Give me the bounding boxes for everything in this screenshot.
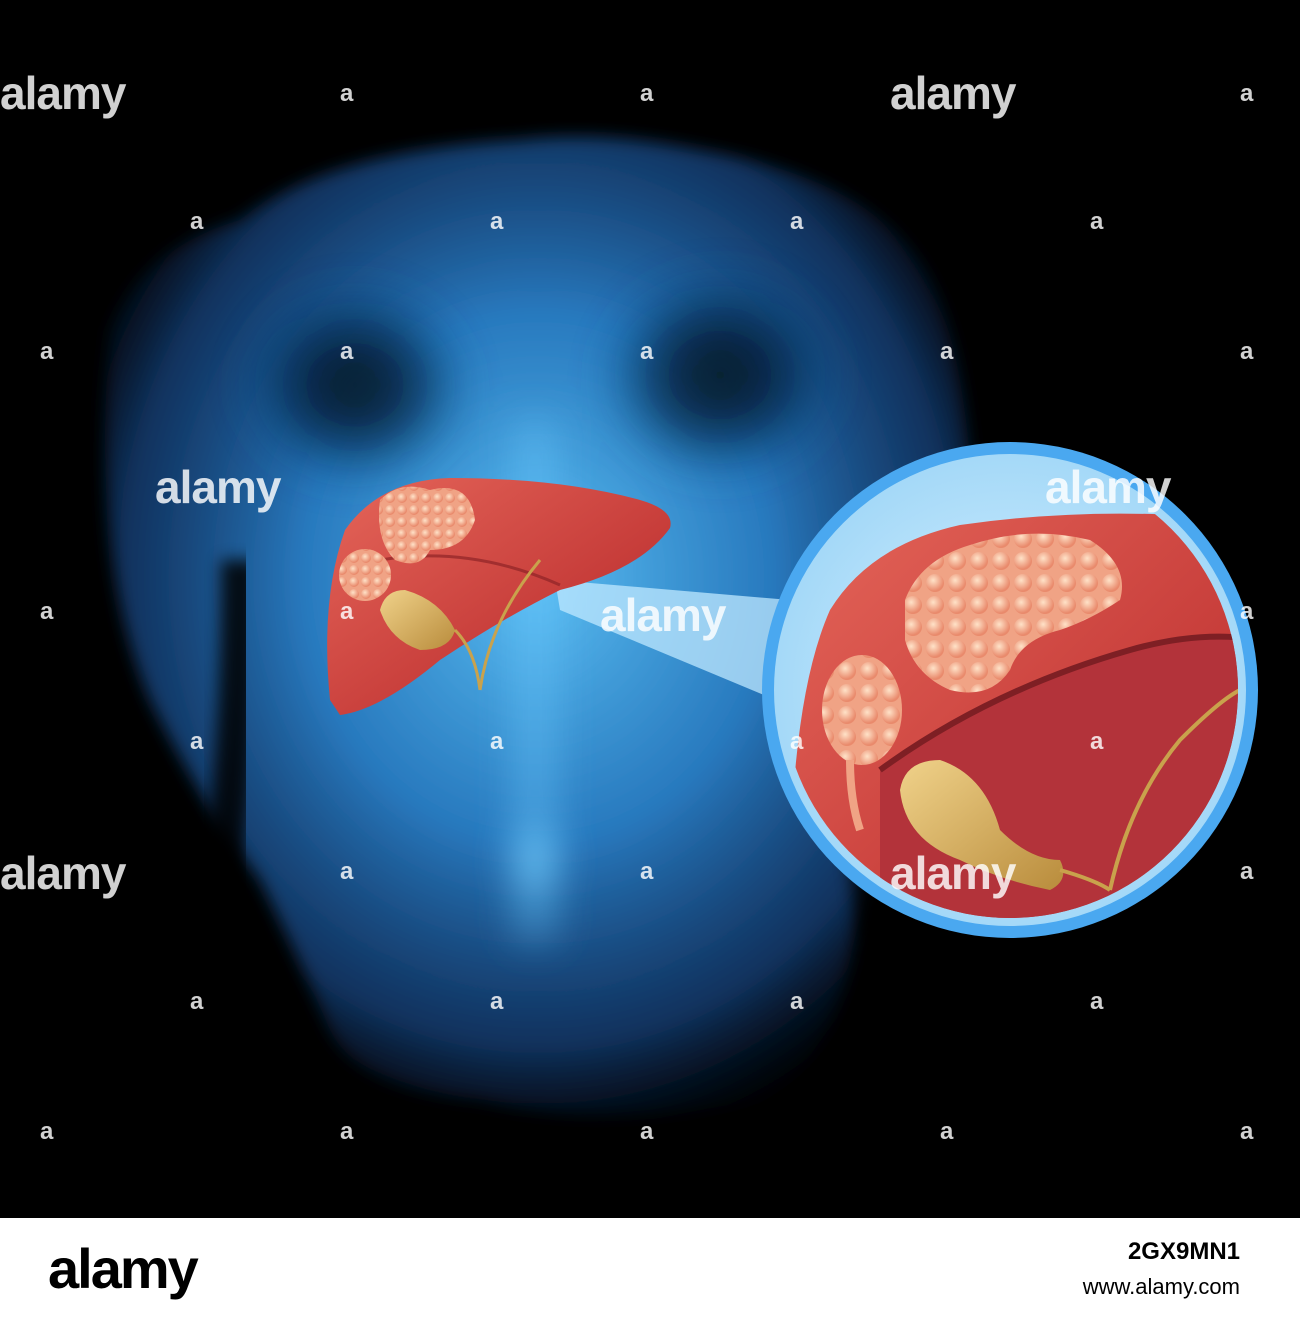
watermark-mark: a [790, 728, 803, 755]
watermark-mark: a [490, 208, 503, 235]
watermark-mark: a [1240, 338, 1253, 365]
watermark-mark: a [1240, 858, 1253, 885]
watermark-mark: a [640, 1118, 653, 1145]
watermark-mark: a [40, 1118, 53, 1145]
watermark-text: alamy [890, 67, 1016, 119]
liver-cancer-illustration [105, 136, 1258, 1115]
watermark-mark: a [1090, 988, 1103, 1015]
watermark-mark: a [340, 598, 353, 625]
site-url[interactable]: www.alamy.com [1082, 1274, 1240, 1299]
watermark-mark: a [640, 858, 653, 885]
watermark-mark: a [490, 728, 503, 755]
magnifier-lens [762, 442, 1258, 938]
watermark-text: alamy [0, 847, 126, 899]
stock-footer: alamy 2GX9MN1 www.alamy.com [0, 1218, 1300, 1319]
watermark-text: alamy [0, 67, 126, 119]
watermark-mark: a [940, 338, 953, 365]
watermark-text: alamy [1045, 461, 1171, 513]
liver [327, 478, 671, 715]
illustration: alamy alamy alamy alamy alamy alamy alam… [0, 0, 1300, 1218]
watermark-mark: a [40, 338, 53, 365]
watermark-mark: a [1090, 728, 1103, 755]
watermark-mark: a [190, 208, 203, 235]
watermark-mark: a [1090, 208, 1103, 235]
watermark-mark: a [340, 1118, 353, 1145]
watermark-mark: a [790, 208, 803, 235]
watermark-mark: a [340, 80, 353, 107]
watermark-mark: a [940, 1118, 953, 1145]
watermark-mark: a [790, 988, 803, 1015]
watermark-mark: a [1240, 80, 1253, 107]
watermark-mark: a [1240, 1118, 1253, 1145]
watermark-mark: a [190, 988, 203, 1015]
watermark-mark: a [190, 728, 203, 755]
watermark-text: alamy [600, 589, 726, 641]
alamy-logo[interactable]: alamy [48, 1237, 199, 1300]
watermark-mark: a [40, 598, 53, 625]
watermark-mark: a [490, 988, 503, 1015]
watermark-text: alamy [155, 461, 281, 513]
watermark-mark: a [640, 338, 653, 365]
watermark-mark: a [340, 338, 353, 365]
image-id: 2GX9MN1 [1127, 1238, 1240, 1265]
watermark-mark: a [640, 80, 653, 107]
watermark-mark: a [1240, 598, 1253, 625]
watermark-text: alamy [890, 847, 1016, 899]
watermark-mark: a [340, 858, 353, 885]
